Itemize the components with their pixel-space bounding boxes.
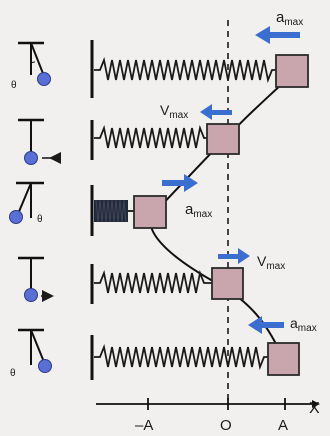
mass-block-3 [133, 195, 167, 229]
row-2: Vmax [18, 102, 240, 165]
pendulum-bob-2 [24, 151, 38, 165]
row-1: θ amax [11, 9, 309, 98]
a-max-label-2: amax [185, 201, 212, 220]
row-3: θ amax [9, 174, 212, 236]
theta-label-3: θ [10, 368, 16, 379]
mass-block-4 [211, 267, 244, 300]
v-max-label-1: Vmax [160, 102, 188, 121]
pendulum-bob-5 [38, 359, 52, 373]
row-5: θ amax [10, 315, 317, 380]
spring-5 [94, 343, 268, 371]
tick-neg-a-label: –A [135, 417, 153, 434]
pendulum-3: θ [9, 181, 44, 225]
axis-x-label: X [309, 400, 320, 417]
v-max-label-2: Vmax [257, 253, 285, 272]
theta-label-2: θ [37, 214, 43, 225]
row-4: Vmax [18, 248, 285, 304]
accel-arrow-3 [248, 316, 284, 334]
mass-block-5 [267, 342, 300, 376]
x-axis: X –A O A [96, 398, 320, 434]
spring-1 [94, 56, 276, 84]
velocity-arrow-1 [200, 104, 232, 120]
mass-block-2 [206, 123, 240, 155]
spring-2 [94, 124, 207, 149]
theta-label-1: θ [11, 80, 17, 91]
pendulum-4 [18, 256, 54, 302]
pendulum-bob-1 [37, 72, 51, 86]
accel-arrow-2 [162, 174, 198, 192]
mass-block-1 [275, 54, 309, 88]
a-max-label-1: amax [276, 9, 303, 28]
a-max-label-3: amax [290, 315, 317, 334]
pendulum-5: θ [10, 328, 52, 379]
spring-4 [94, 269, 212, 294]
tick-a-label: A [278, 417, 288, 434]
pendulum-1: θ [11, 41, 51, 91]
velocity-arrow-2 [218, 248, 250, 264]
pendulum-2 [18, 118, 61, 165]
tick-o-label: O [220, 417, 232, 434]
accel-arrow-1 [255, 26, 300, 44]
pendulum-bob-4 [24, 288, 38, 302]
pendulum-bob-3 [9, 210, 23, 224]
